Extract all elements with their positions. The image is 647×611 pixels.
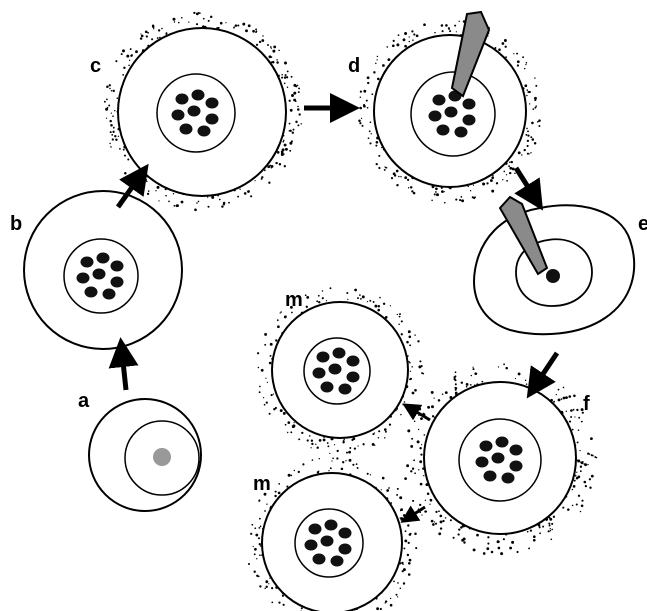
- nucleolus-spot: [325, 520, 338, 531]
- label-m-lower: m: [253, 473, 271, 495]
- nucleolus-spot: [317, 352, 330, 363]
- nucleolus-spot: [103, 289, 116, 300]
- stage-m-lower: m: [253, 473, 402, 611]
- nucleolus-spot: [180, 124, 193, 135]
- nucleolus-spot: [484, 471, 497, 482]
- nucleolus-spot: [313, 554, 326, 565]
- nucleolus-spot: [492, 453, 505, 464]
- stage-d: d: [348, 12, 526, 187]
- nucleolus-spot: [81, 257, 94, 268]
- nucleolus-spot: [77, 273, 90, 284]
- nucleolus-spot: [480, 441, 493, 452]
- nucleolus-spot: [206, 114, 219, 125]
- stage-a: a: [78, 390, 201, 511]
- nucleolus-spot: [347, 372, 360, 383]
- stage-b: b: [10, 191, 182, 349]
- arrow-e-f: [535, 353, 557, 386]
- nucleolus-spot: [510, 461, 523, 472]
- label-d: d: [348, 55, 360, 77]
- spore-dot: [153, 448, 171, 466]
- nucleolus-spot: [97, 253, 110, 264]
- nucleolus-spot: [331, 556, 344, 567]
- arrow-f-m2: [408, 507, 425, 518]
- nucleolus-spot: [339, 544, 352, 555]
- nucleolus-spot: [329, 364, 342, 375]
- nucleolus-spot: [85, 287, 98, 298]
- nucleolus-spot: [347, 356, 360, 367]
- arrow-d-e: [516, 168, 535, 198]
- nucleolus-spot: [93, 269, 106, 280]
- nucleolus-spot: [321, 536, 334, 547]
- label-e: e: [638, 213, 647, 235]
- nucleolus-spot: [429, 111, 442, 122]
- stage-c: c: [90, 28, 286, 196]
- nucleolus-spot: [437, 125, 450, 136]
- label-m-upper: m: [285, 289, 303, 311]
- nucleolus-spot: [192, 90, 205, 101]
- nucleolus-spot: [309, 524, 322, 535]
- nucleolus-spot: [463, 115, 476, 126]
- label-b: b: [10, 213, 22, 235]
- nucleolus-spot: [172, 110, 185, 121]
- stage-e: e: [474, 197, 647, 334]
- nucleolus-spot: [111, 261, 124, 272]
- nucleolus-spot: [510, 445, 523, 456]
- nucleolus-spot: [333, 348, 346, 359]
- arrow-a-b: [122, 352, 126, 390]
- nucleolus-spot: [111, 277, 124, 288]
- nucleolus-spot: [463, 99, 476, 110]
- nucleolus-spot: [176, 94, 189, 105]
- nucleolus-spot: [476, 457, 489, 468]
- nucleolus-spot: [455, 127, 468, 138]
- nucleolus-spot: [433, 95, 446, 106]
- nucleolus-spot: [339, 528, 352, 539]
- nucleolus-spot: [198, 126, 211, 137]
- stage-f: f: [424, 382, 590, 534]
- nucleolus-spot: [321, 382, 334, 393]
- nucleolus-spot: [313, 368, 326, 379]
- label-a: a: [78, 390, 90, 412]
- nucleolus-spot: [188, 106, 201, 117]
- nucleolus-spot: [445, 107, 458, 118]
- nucleolus-spot: [496, 437, 509, 448]
- nucleolus-spot: [206, 98, 219, 109]
- stage-m-upper: m: [272, 289, 408, 438]
- nucleolus-spot: [339, 384, 352, 395]
- label-c: c: [90, 55, 101, 77]
- nucleolus-spot: [502, 473, 515, 484]
- nucleolus-spot: [305, 540, 318, 551]
- label-f: f: [583, 393, 590, 415]
